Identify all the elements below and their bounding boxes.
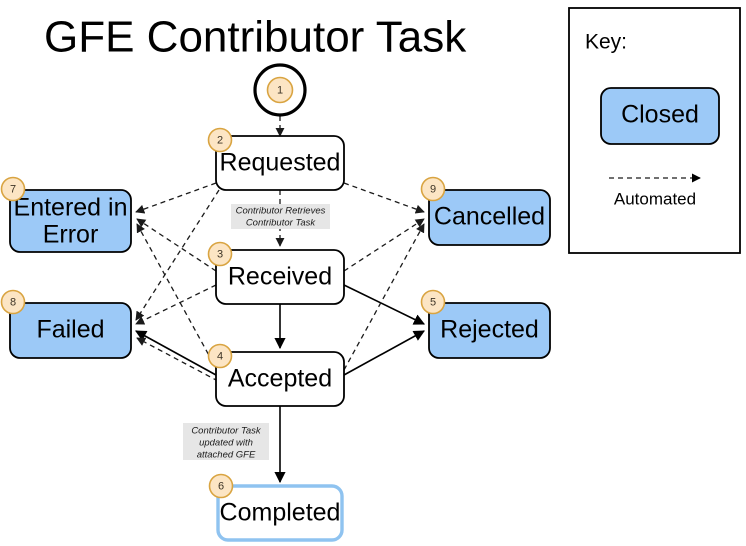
badge-circle (0, 176, 26, 202)
edge-accepted-to-failed-solid (135, 330, 217, 376)
edge-received-to-failed (135, 284, 217, 325)
node-label: Received (228, 263, 332, 291)
key-panel: Key: Closed Automated (568, 7, 741, 254)
badge-label: 4 (217, 350, 223, 362)
edge-requested-to-entered-in-error (135, 182, 217, 214)
node-label: Requested (220, 149, 341, 177)
badge-label: 6 (218, 480, 224, 492)
node-accepted[interactable]: Accepted 4 (207, 343, 345, 407)
edge-requested-to-cancelled (343, 182, 425, 214)
page-title: GFE Contributor Task (44, 13, 467, 62)
edge-label-requested-to-received: Contributor Retrieves Contributor Task (231, 204, 330, 229)
start-node[interactable]: 1 (253, 63, 307, 117)
badge-circle (420, 289, 446, 315)
node-label: Failed (36, 316, 104, 344)
key-automated-label: Automated (614, 189, 696, 208)
key-closed-label: Closed (621, 101, 699, 129)
edge-label-accepted-to-completed: Contributor Task updated with attached G… (183, 423, 269, 461)
edge-label-line: Contributor Task (191, 426, 262, 437)
node-requested[interactable]: Requested 2 (207, 127, 345, 191)
edge-accepted-to-rejected (343, 330, 425, 376)
badge-label: 3 (217, 248, 223, 260)
badge-circle (208, 473, 234, 499)
node-failed[interactable]: Failed 8 (0, 289, 132, 359)
badge-label: 7 (10, 183, 16, 195)
node-received[interactable]: Received 3 (207, 241, 345, 305)
node-label: Accepted (228, 365, 332, 393)
edge-label-line: Contributor Retrieves (236, 206, 326, 217)
node-entered-in-error[interactable]: Entered in Error 7 (0, 176, 132, 253)
badge-circle (420, 176, 446, 202)
edge-accepted-to-cancelled (343, 223, 425, 371)
badge-circle (207, 127, 233, 153)
edge-accepted-to-failed-dashed (136, 337, 219, 382)
node-label: Rejected (440, 316, 539, 344)
edge-requested-to-failed (135, 189, 220, 321)
edge-label-line: Contributor Task (246, 218, 317, 229)
badge-label: 9 (430, 183, 436, 195)
node-cancelled[interactable]: Cancelled 9 (420, 176, 551, 246)
edges-layer (135, 116, 426, 484)
node-rejected[interactable]: Rejected 5 (420, 289, 551, 359)
badge-circle (266, 76, 294, 104)
badge-label: 2 (217, 134, 223, 146)
edge-received-to-entered-in-error (136, 218, 217, 272)
node-label: Cancelled (434, 203, 545, 231)
node-label: Entered in (14, 194, 128, 222)
badge-circle (0, 289, 26, 315)
node-label: Error (43, 221, 99, 249)
edge-label-line: updated with (199, 438, 253, 449)
key-closed-sample: Closed (600, 87, 720, 145)
key-automated-sample: Automated (609, 173, 701, 208)
edge-label-line: attached GFE (197, 450, 256, 461)
node-completed[interactable]: Completed 6 (208, 473, 344, 542)
key-heading: Key: (585, 31, 627, 54)
badge-circle (207, 241, 233, 267)
edge-received-to-rejected (343, 284, 426, 325)
badge-circle (207, 343, 233, 369)
node-label: Completed (220, 499, 341, 527)
edge-accepted-to-entered-in-error (136, 223, 218, 371)
edge-received-to-cancelled (343, 218, 425, 272)
badge-label: 5 (430, 296, 436, 308)
badge-label: 1 (277, 84, 283, 96)
badge-label: 8 (10, 296, 16, 308)
